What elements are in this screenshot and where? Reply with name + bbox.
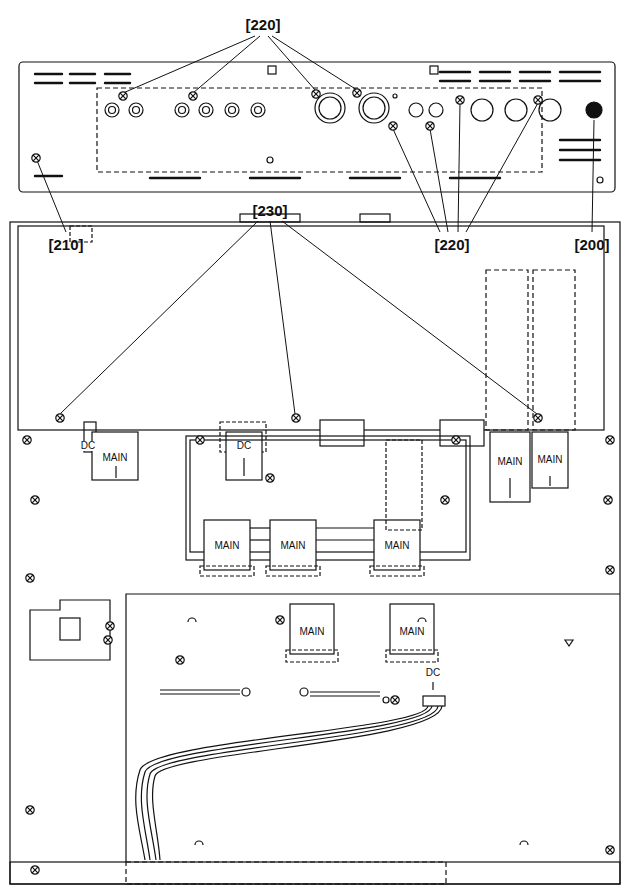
screw-symbol: [31, 496, 39, 504]
callout-number: [220]: [245, 17, 280, 32]
callout-number: [220]: [434, 237, 469, 252]
chassis: [10, 222, 620, 884]
screw-symbol: [604, 496, 612, 504]
wire-harness: [136, 682, 445, 860]
rear-panel: [19, 62, 615, 192]
bracket: [30, 600, 110, 660]
screw-symbol: [26, 574, 34, 582]
screw-symbol: [534, 96, 542, 104]
vent-slots: [35, 72, 600, 178]
screw-symbol: [23, 436, 31, 444]
leader-lines: [36, 36, 594, 414]
screw-symbol: [266, 474, 274, 482]
screw-symbol: [389, 122, 397, 130]
screw-symbol: [176, 656, 184, 664]
screw-symbol: [196, 436, 204, 444]
cable-label: MAIN: [214, 541, 241, 551]
screw-symbol: [104, 636, 112, 644]
cable-label: MAIN: [299, 627, 326, 637]
main-board: [126, 594, 620, 862]
cable-label: MAIN: [497, 457, 524, 467]
screws: [23, 89, 614, 874]
screw-symbol: [391, 696, 399, 704]
screw-symbol: [606, 566, 614, 574]
callout-number: [230]: [252, 203, 287, 218]
screw-symbol: [32, 154, 40, 162]
cables: [84, 270, 575, 662]
cable-label: MAIN: [102, 453, 129, 463]
screw-symbol: [292, 414, 300, 422]
cable-label: MAIN: [280, 541, 307, 551]
screw-symbol: [312, 90, 320, 98]
jacks: [105, 66, 603, 183]
screw-symbol: [606, 436, 614, 444]
jack-area: [97, 88, 542, 172]
screw-symbol: [106, 622, 114, 630]
screw-symbol: [452, 436, 460, 444]
screw-symbol: [276, 616, 284, 624]
cable-label: MAIN: [537, 455, 564, 465]
screw-symbol: [426, 122, 434, 130]
screw-symbol: [56, 414, 64, 422]
screw-symbol: [26, 806, 34, 814]
screw-symbol: [606, 846, 614, 854]
cable-label: DC: [236, 441, 252, 451]
rods: [160, 618, 573, 845]
screw-symbol: [31, 866, 39, 874]
cable-label: DC: [80, 441, 96, 451]
screw-symbol: [353, 89, 361, 97]
screw-symbol: [534, 414, 542, 422]
callout-number: [210]: [48, 237, 83, 252]
callout-number: [200]: [574, 237, 609, 252]
cable-label: MAIN: [384, 541, 411, 551]
screw-symbol: [119, 92, 127, 100]
screw-symbol: [441, 496, 449, 504]
cable-label: MAIN: [399, 627, 426, 637]
screw-symbol: [189, 92, 197, 100]
top-shield: [18, 226, 604, 430]
cable-label: DC: [425, 668, 441, 678]
screw-symbol: [456, 96, 464, 104]
front-lip: [10, 862, 620, 884]
